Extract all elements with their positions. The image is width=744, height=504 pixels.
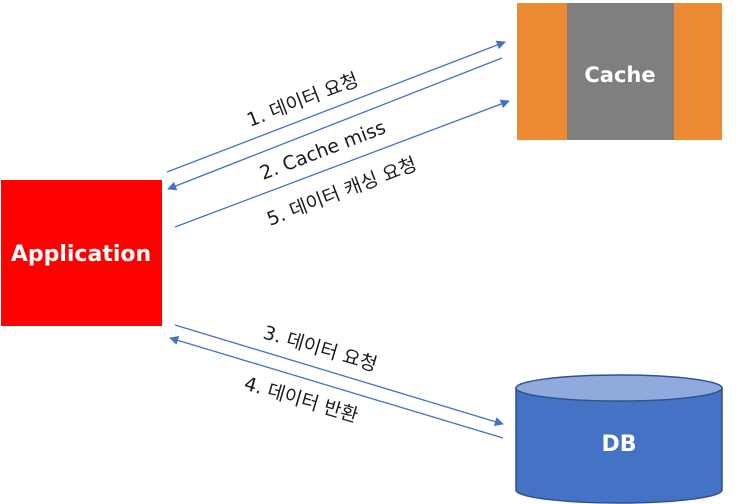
edge-label-1: 1. 데이터 요청 bbox=[244, 69, 362, 132]
cache-right-band bbox=[674, 3, 722, 140]
cache-center-band bbox=[567, 3, 674, 140]
db-node: DB bbox=[515, 374, 723, 504]
db-cylinder-body bbox=[515, 387, 723, 504]
cache-node: Cache bbox=[517, 3, 722, 140]
edge-label-3: 3. 데이터 요청 bbox=[261, 322, 380, 376]
db-label: DB bbox=[601, 432, 636, 457]
arrow-1-request-to-cache bbox=[166, 40, 506, 173]
application-box bbox=[1, 180, 162, 326]
edge-label-4: 4. 데이터 반환 bbox=[242, 373, 361, 427]
arrow-4-db-return bbox=[169, 335, 504, 439]
application-node: Application bbox=[1, 180, 162, 326]
db-cylinder-top bbox=[515, 374, 723, 402]
arrow-5-cache-store bbox=[174, 99, 510, 228]
cache-left-band bbox=[517, 3, 567, 140]
application-label: Application bbox=[11, 242, 151, 267]
cache-label: Cache bbox=[584, 63, 655, 87]
arrow-3-request-to-db bbox=[174, 324, 504, 426]
arrow-2-cache-miss bbox=[167, 57, 503, 191]
